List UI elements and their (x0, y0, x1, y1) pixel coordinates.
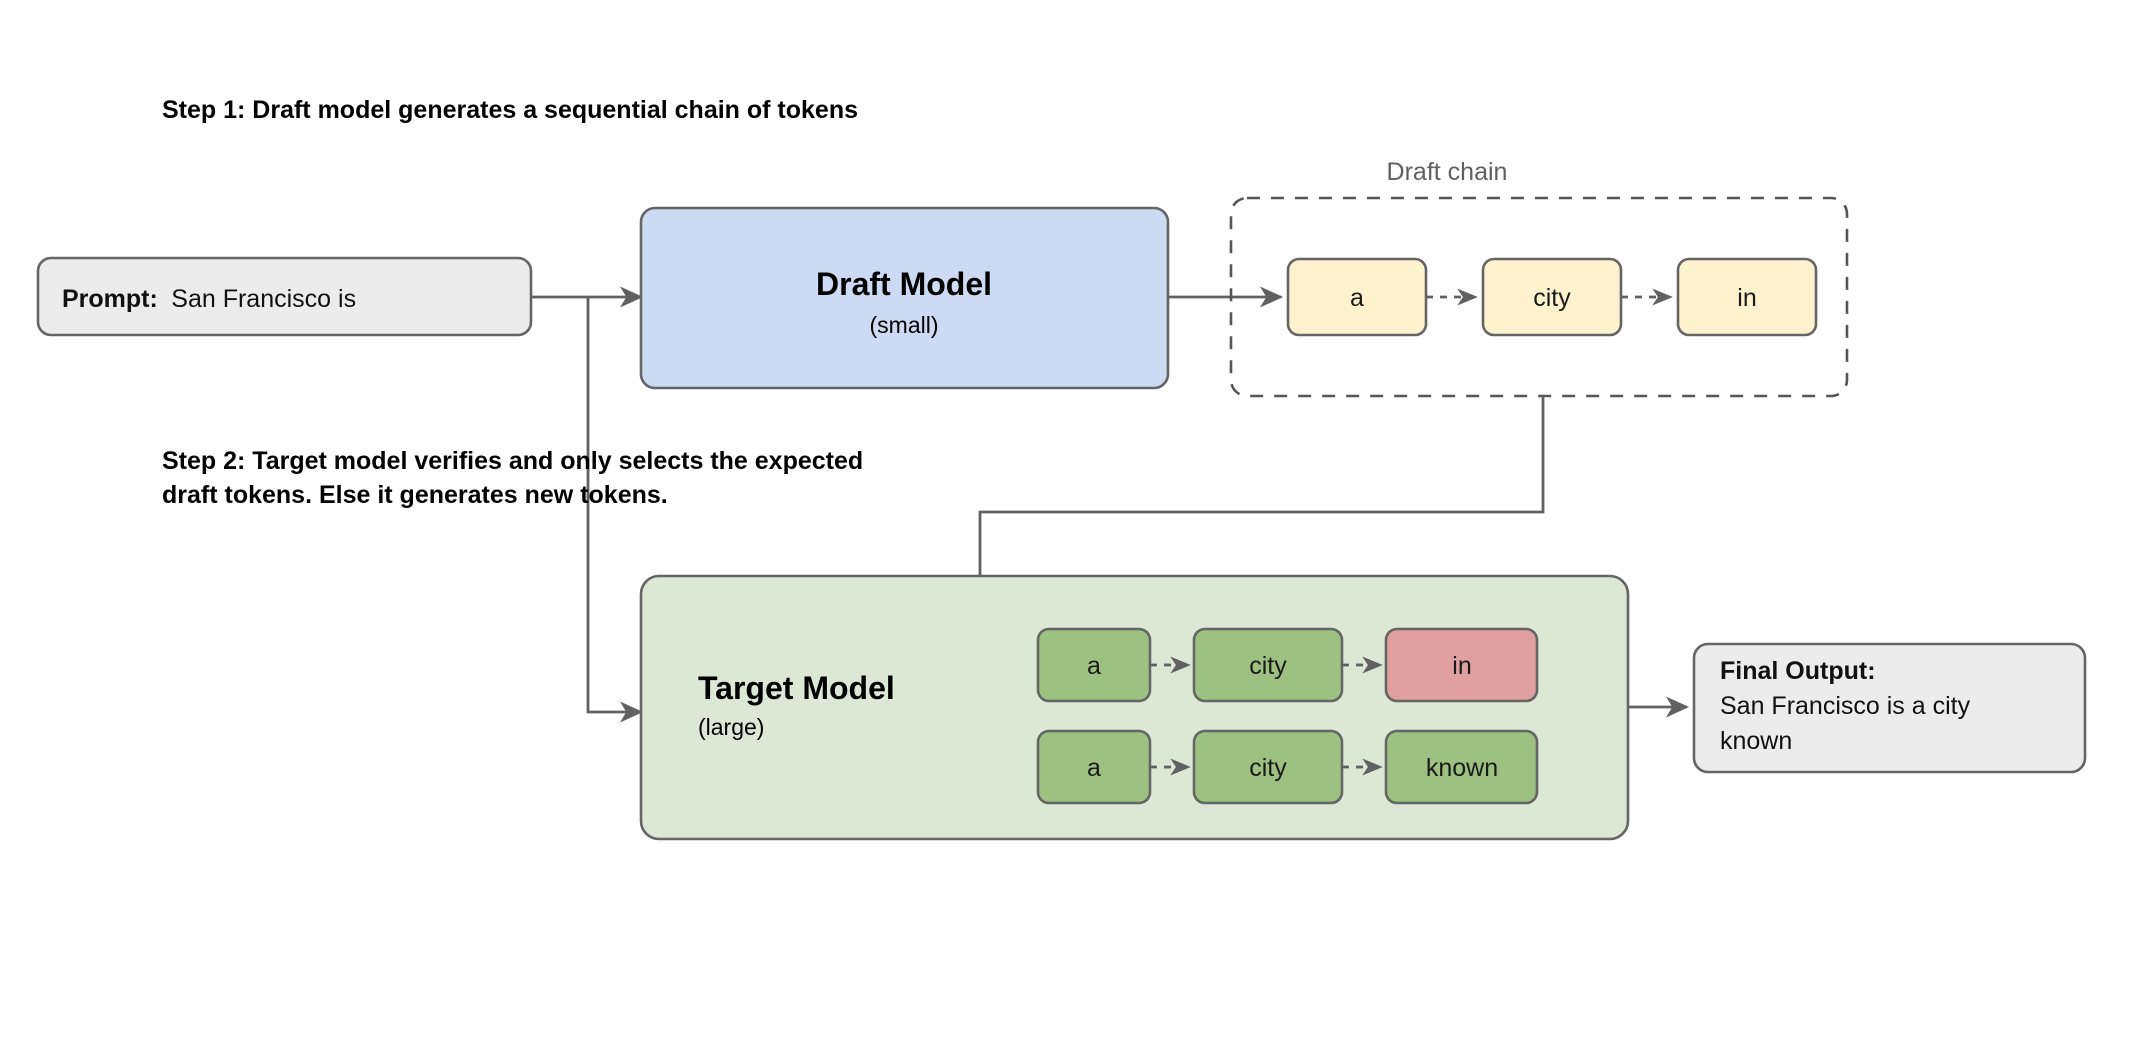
final-output-label: Final Output: (1720, 657, 1876, 685)
connector-prompt-to-target-model (586, 297, 644, 723)
target-token-1-2: known (1384, 729, 1539, 805)
final-output-box: Final Output: San Francisco is a city kn… (1692, 642, 2087, 774)
target-token-0-0-label: a (1087, 652, 1101, 680)
target-token-0-0: a (1036, 627, 1152, 703)
target-token-0-2-label: in (1452, 652, 1471, 680)
draft-token-2-shape (1676, 257, 1818, 337)
draft-model-subtitle: (small) (870, 312, 939, 338)
draft-token-1: city (1481, 257, 1623, 337)
prompt-box-text: Prompt: San Francisco is (62, 285, 356, 313)
final-output-shape (1692, 642, 2087, 774)
target-token-1-1-label: city (1249, 754, 1287, 782)
target-model-box: Target Model (large) a city in (639, 574, 1630, 841)
draft-model-title: Draft Model (816, 266, 992, 302)
target-row-1: a city known (1036, 729, 1539, 805)
target-token-1-2-shape (1384, 729, 1539, 805)
step-1-heading: Step 1: Draft model generates a sequenti… (162, 96, 858, 124)
prompt-value: San Francisco is (171, 285, 356, 313)
draft-token-0: a (1286, 257, 1428, 337)
target-token-1-0: a (1036, 729, 1152, 805)
draft-token-0-label: a (1350, 284, 1364, 312)
draft-model-box: Draft Model (small) (639, 206, 1170, 390)
final-output-line1: San Francisco is a city (1720, 692, 1971, 720)
target-token-1-1: city (1192, 729, 1344, 805)
step-2-heading-line1: Step 2: Target model verifies and only s… (162, 447, 863, 475)
draft-token-2-label: in (1737, 284, 1756, 312)
draft-token-1-label: city (1533, 284, 1571, 312)
target-model-subtitle: (large) (698, 714, 764, 740)
draft-chain-group: Draft chain a city in (1229, 158, 1849, 398)
connector-prompt-to-models (531, 286, 644, 723)
target-token-0-2-shape (1384, 627, 1539, 703)
draft-chain-region (1229, 196, 1849, 398)
prompt-label: Prompt: (62, 285, 158, 313)
target-token-0-1-label: city (1249, 652, 1287, 680)
draft-chain-label: Draft chain (1387, 158, 1508, 186)
prompt-box: Prompt: San Francisco is (36, 256, 533, 337)
target-token-1-0-label: a (1087, 754, 1101, 782)
target-model-title: Target Model (698, 670, 895, 706)
target-row-0: a city in (1036, 627, 1539, 703)
target-token-0-1: city (1192, 627, 1344, 703)
target-token-1-2-label: known (1426, 754, 1498, 782)
final-output-line2: known (1720, 727, 1792, 755)
draft-token-2: in (1676, 257, 1818, 337)
target-token-0-2: in (1384, 627, 1539, 703)
step-2-heading-line2: draft tokens. Else it generates new toke… (162, 481, 668, 509)
